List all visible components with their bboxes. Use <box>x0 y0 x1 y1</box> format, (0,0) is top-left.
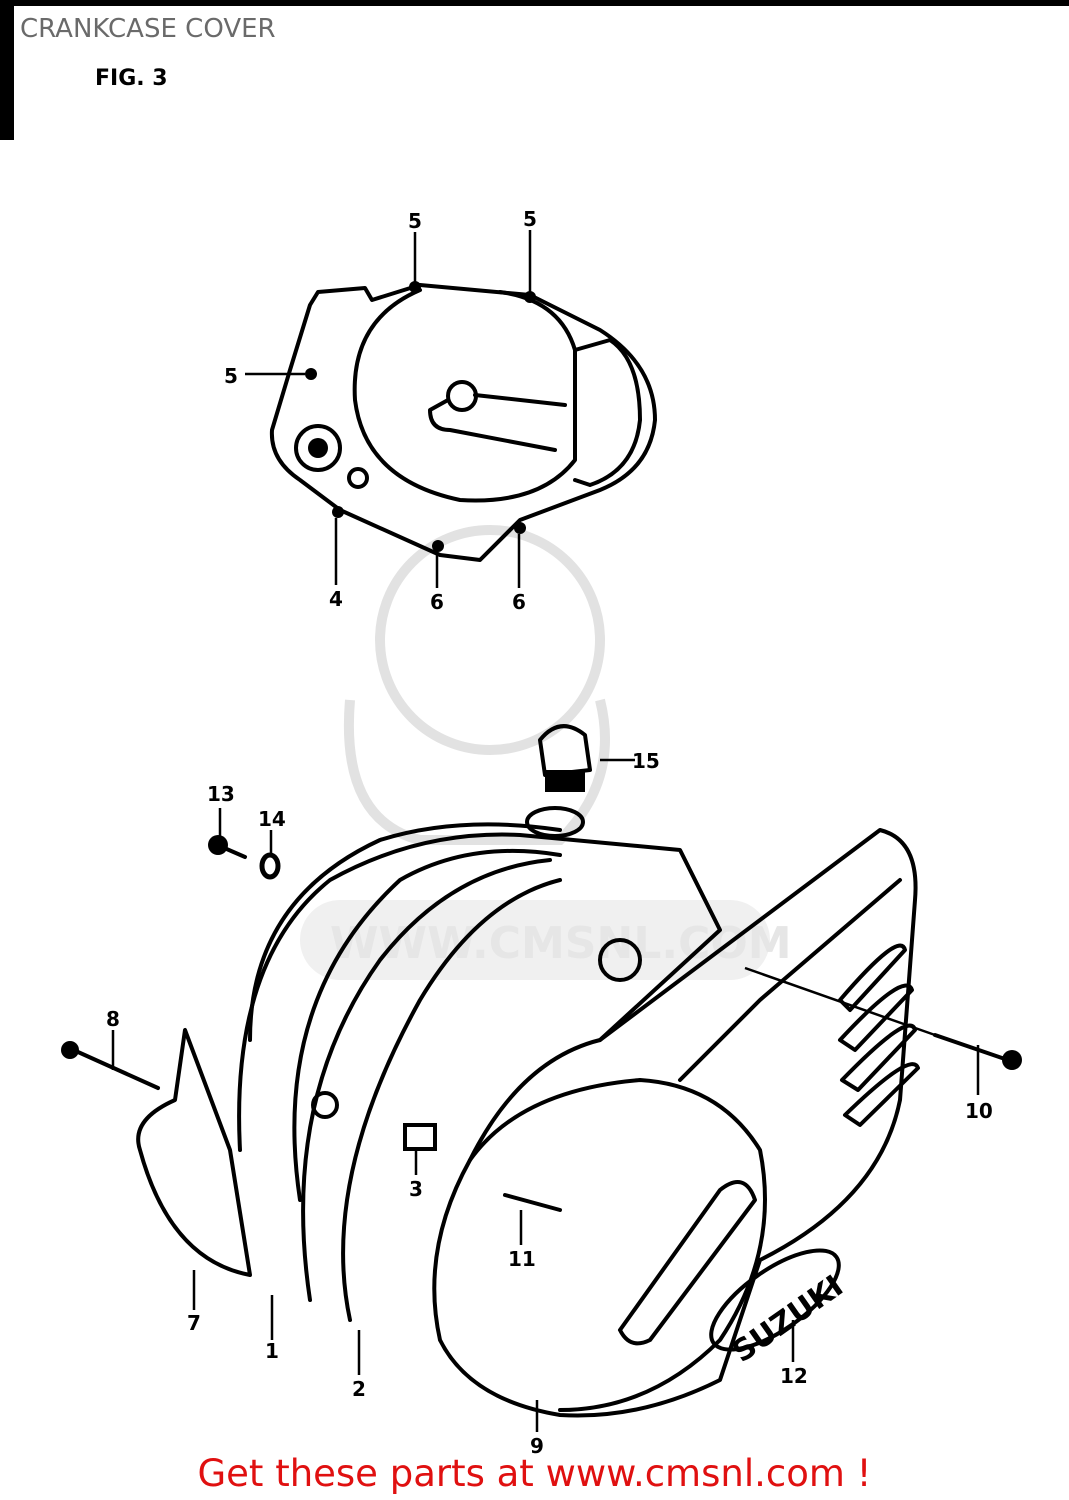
callout-label: 1 <box>265 1339 279 1363</box>
callout-label: 15 <box>632 749 660 773</box>
callout-label: 12 <box>780 1364 808 1388</box>
callout-label: 6 <box>430 590 444 614</box>
scan-noise <box>0 0 1069 140</box>
callout-label: 4 <box>329 587 343 611</box>
callout-label: 5 <box>408 209 422 233</box>
callout-label: 6 <box>512 590 526 614</box>
outer-cover-drawing: SUZUKI <box>61 724 1022 1432</box>
callout-label: 5 <box>523 207 537 231</box>
callout-label: 3 <box>409 1177 423 1201</box>
inner-cover-drawing <box>245 230 657 588</box>
page-title: CRANKCASE COVER <box>20 14 276 44</box>
callout-label: 8 <box>106 1007 120 1031</box>
callout-label: 2 <box>352 1377 366 1401</box>
callout-label: 13 <box>207 782 235 806</box>
watermark-logo: WWW.CMSNL.COM <box>300 525 792 980</box>
callouts-top-cover: 5 5 5 4 6 6 <box>224 207 537 614</box>
callout-label: 5 <box>224 364 238 388</box>
figure-label: FIG. 3 <box>95 66 168 91</box>
callout-label: 14 <box>258 807 286 831</box>
callouts-main-cover: 15 13 14 8 10 3 11 7 1 2 12 9 <box>106 749 993 1458</box>
watermark-text: WWW.CMSNL.COM <box>330 918 792 969</box>
callout-label: 10 <box>965 1099 993 1123</box>
footer-link-text[interactable]: Get these parts at www.cmsnl.com ! <box>197 1452 872 1495</box>
callout-label: 11 <box>508 1247 536 1271</box>
callout-label: 9 <box>530 1434 544 1458</box>
callout-label: 7 <box>187 1311 201 1335</box>
